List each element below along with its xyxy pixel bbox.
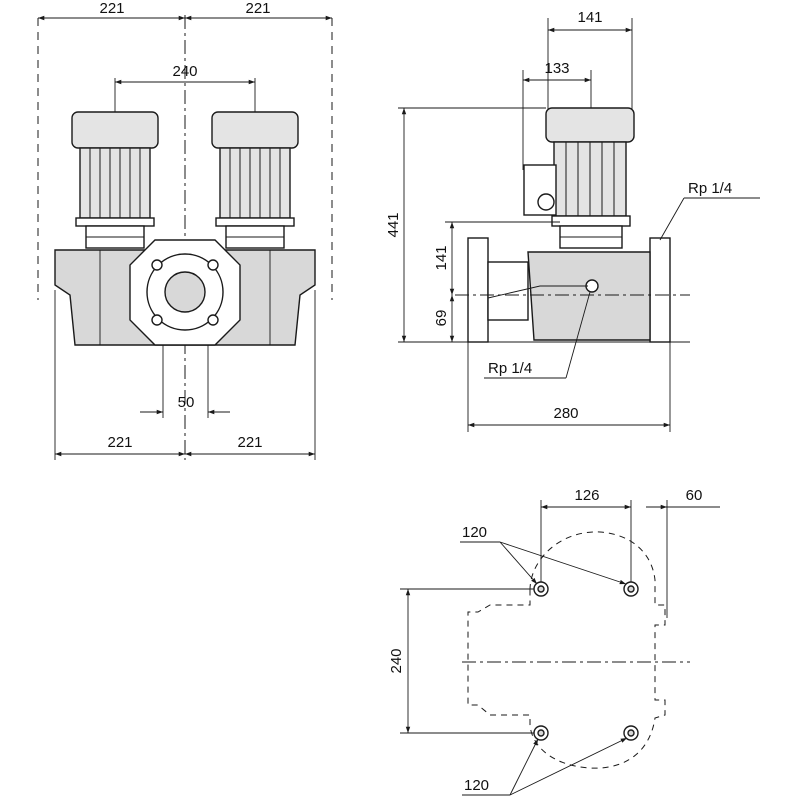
dim-side-upper-height: 141 <box>433 245 450 270</box>
plan-hole-label-bottom: 120 <box>462 737 628 796</box>
front-top-dimension: 221 221 <box>38 0 332 21</box>
dim-front-offset: 50 <box>178 394 195 411</box>
front-offset-dimension: 50 <box>140 345 230 418</box>
side-width-dimension: 280 <box>467 342 671 432</box>
side-height-dimensions: 441 141 69 <box>385 108 455 342</box>
right-motor <box>211 111 299 249</box>
dim-front-top-right: 221 <box>245 0 270 17</box>
front-motor-spacing-dimension: 240 <box>114 63 256 118</box>
svg-text:Rp 1/4: Rp 1/4 <box>488 360 532 377</box>
dim-plan-bolt-spacing: 126 <box>574 487 599 504</box>
svg-text:Rp 1/4: Rp 1/4 <box>688 180 732 197</box>
dim-plan-edge-offset: 60 <box>686 487 703 504</box>
side-terminal-offset-dimension: 133 <box>522 60 592 170</box>
left-motor <box>71 111 159 249</box>
side-view: 141 133 <box>385 9 760 432</box>
svg-text:120: 120 <box>462 524 487 541</box>
dim-side-overall-width: 280 <box>553 405 578 422</box>
dim-front-top-left: 221 <box>99 0 124 17</box>
side-motor-width-dimension: 141 <box>547 9 633 110</box>
front-bottom-dimension: 221 221 <box>54 290 316 460</box>
plan-view: 126 60 120 240 120 <box>388 487 720 796</box>
side-port-label-bottom: Rp 1/4 <box>484 291 591 379</box>
dim-front-bottom-left: 221 <box>107 434 132 451</box>
plan-top-dimensions: 126 60 <box>540 487 720 618</box>
plan-vertical-dimension: 240 <box>388 588 534 734</box>
svg-text:120: 120 <box>464 777 489 794</box>
plan-bolt-holes <box>533 581 639 741</box>
dim-side-lower-height: 69 <box>433 310 450 327</box>
dim-side-overall-height: 441 <box>385 212 402 237</box>
front-flange <box>129 239 241 346</box>
front-view: 221 221 240 <box>37 0 333 460</box>
dim-front-motor-spacing: 240 <box>172 63 197 80</box>
plan-hole-label-top: 120 <box>460 524 627 585</box>
dim-side-motor-width: 141 <box>577 9 602 26</box>
dim-side-terminal-offset: 133 <box>544 60 569 77</box>
side-motor <box>523 107 635 249</box>
dim-front-bottom-right: 221 <box>237 434 262 451</box>
dim-plan-bolt-vertical: 240 <box>388 648 405 673</box>
side-pump-housing <box>467 237 671 343</box>
side-port-label-top: Rp 1/4 <box>659 180 760 241</box>
